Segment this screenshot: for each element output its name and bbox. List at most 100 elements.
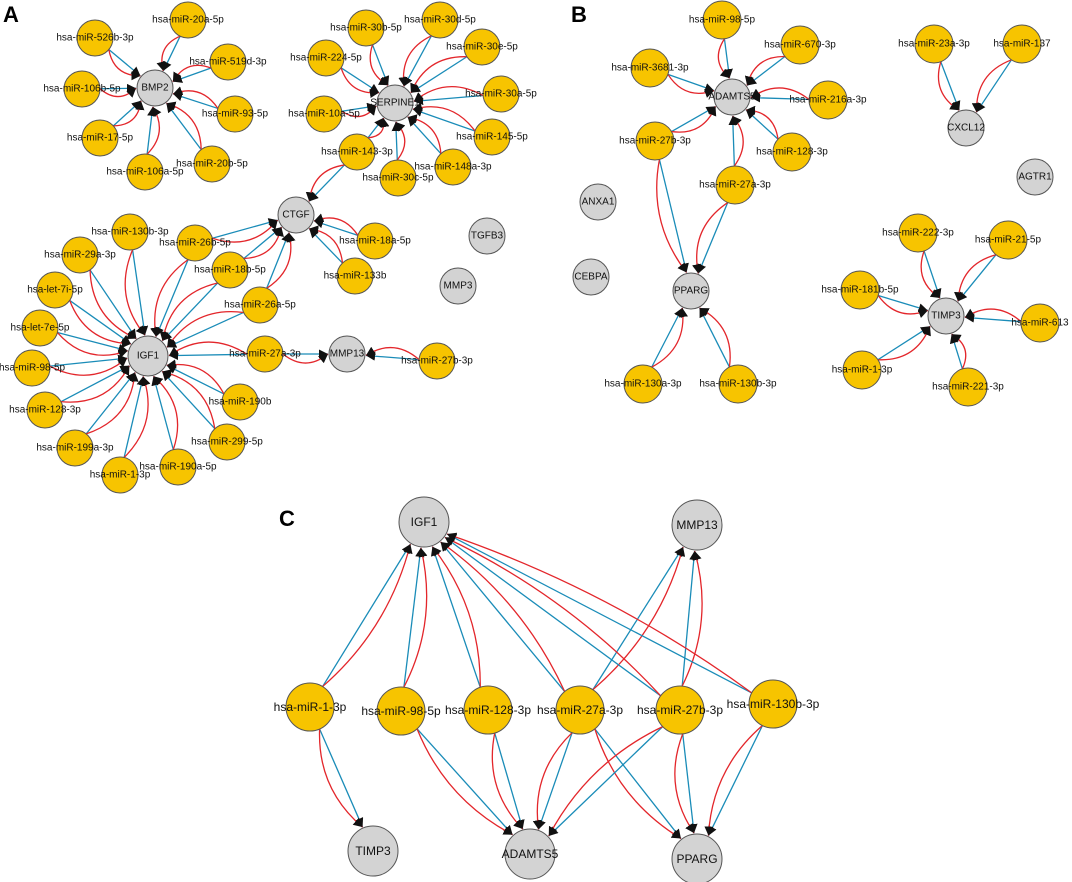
edge-hsa-mir-3681-3p-adamts5-b-blue (667, 73, 715, 92)
a-hsa-mir-145-5p-label: hsa-miR-145-5p (456, 132, 528, 143)
b-hsa-mir-221-3p-label: hsa-miR-221-3p (932, 382, 1004, 393)
c-mmp13-node: MMP13 (671, 499, 723, 551)
edge-hsa-mir-30a-5p-serpine1-a-blue (413, 94, 484, 106)
a-hsa-mir-30e-5p-node: hsa-miR-30e-5p (446, 28, 518, 66)
b-hsa-mir-21-5p-node: hsa-miR-21-5p (975, 220, 1042, 260)
a-hsa-mir-30b-5p-node: hsa-miR-30b-5p (330, 9, 402, 47)
edge-hsa-mir-128-3p-igf1-a-blue (60, 365, 130, 403)
a-hsa-mir-26a-5p-node: hsa-miR-26a-5p (224, 286, 296, 324)
c-igf1-label: IGF1 (411, 515, 438, 529)
edge-hsa-mir-98-5p-igf1-a-blue (49, 354, 128, 367)
a-hsa-mir-1-3p-node: hsa-miR-1-3p (90, 456, 151, 494)
a-hsa-mir-20b-5p-circle (193, 145, 231, 183)
c-hsa-mir-130b-3p-node: hsa-miR-130b-3p (727, 679, 820, 729)
edge-hsa-mir-216a-3p-adamts5-b-blue (750, 93, 810, 103)
edge-hsa-mir-130a-3p-pparg-b-red (651, 307, 688, 368)
b-cebpa-label: CEBPA (574, 272, 607, 283)
edge-hsa-mir-27a-3p-pparg-c-blue (594, 728, 682, 839)
b-hsa-mir-221-3p-circle (948, 367, 988, 407)
b-agtr1-node: AGTR1 (1016, 158, 1054, 196)
b-adamts5-label: ADAMTS5 (708, 92, 756, 103)
edge-hsa-mir-106b-5p-bmp2-a-red (99, 87, 137, 98)
a-hsa-mir-106a-5p-circle (126, 153, 164, 191)
a-bmp2-circle (136, 69, 174, 107)
b-cebpa-node: CEBPA (572, 258, 610, 296)
a-hsa-mir-30d-5p-circle (421, 1, 459, 39)
edge-hsa-mir-93-5p-bmp2-a-red (172, 86, 219, 109)
c-hsa-mir-128-3p-circle (463, 685, 513, 735)
c-hsa-mir-128-3p-label: hsa-miR-128-3p (445, 703, 531, 717)
b-hsa-mir-130b-3p-label: hsa-miR-130b-3p (699, 379, 777, 390)
a-hsa-mir-143-3p-circle (338, 133, 376, 171)
edge-hsa-mir-26a-5p-igf1-a-blue (166, 311, 244, 348)
b-hsa-mir-1-3p-node: hsa-miR-1-3p (832, 350, 893, 390)
a-hsa-mir-26a-5p-circle (241, 286, 279, 324)
b-pparg-label: PPARG (674, 286, 708, 297)
a-hsa-mir-299-5p-circle (208, 423, 246, 461)
b-hsa-mir-23a-3p-label: hsa-miR-23a-3p (898, 39, 970, 50)
edge-hsa-mir-93-5p-bmp2-a-blue (172, 92, 219, 110)
b-hsa-mir-3681-3p-circle (630, 48, 670, 88)
edge-hsa-mir-130b-3p-pparg-b-blue (698, 307, 731, 368)
a-mmp13-label: MMP13 (330, 349, 365, 360)
a-hsa-mir-18a-5p-circle (356, 222, 394, 260)
a-hsa-let-7e-5p-node: hsa-let-7e-5p (11, 309, 70, 347)
a-hsa-mir-130b-3p-node: hsa-miR-130b-3p (91, 213, 169, 251)
c-hsa-mir-98-5p-label: hsa-miR-98-5p (361, 704, 441, 718)
a-hsa-mir-130b-3p-label: hsa-miR-130b-3p (91, 227, 169, 238)
b-hsa-mir-98-5p-circle (702, 0, 742, 40)
b-hsa-mir-98-5p-node: hsa-miR-98-5p (689, 0, 756, 40)
a-hsa-mir-27b-3p-circle (418, 342, 456, 380)
edge-hsa-mir-30d-5p-serpine1-a-red (398, 35, 432, 87)
b-hsa-mir-130b-3p-node: hsa-miR-130b-3p (699, 364, 777, 404)
b-hsa-mir-670-3p-label: hsa-miR-670-3p (764, 40, 836, 51)
edge-hsa-mir-26b-5p-igf1-a-red (150, 259, 189, 337)
edge-hsa-mir-222-3p-timp3-b-red (920, 250, 941, 299)
a-hsa-mir-26b-5p-label: hsa-miR-26b-5p (159, 238, 231, 249)
a-hsa-mir-29a-3p-circle (61, 236, 99, 274)
edge-hsa-mir-30c-5p-serpine1-a-red (395, 121, 406, 161)
b-hsa-mir-216a-3p-node: hsa-miR-216a-3p (789, 80, 867, 120)
edge-hsa-mir-143-3p-serpine1-a-red (367, 117, 390, 139)
edge-hsa-mir-190b-igf1-a-blue (166, 364, 225, 395)
edge-hsa-mir-27a-3p-igf1-c-red (440, 541, 566, 692)
c-hsa-mir-130b-3p-circle (748, 679, 798, 729)
c-hsa-mir-27a-3p-label: hsa-miR-27a-3p (537, 703, 623, 717)
c-mmp13-label: MMP13 (676, 518, 718, 532)
a-hsa-mir-130b-3p-circle (111, 213, 149, 251)
a-hsa-mir-190b-label: hsa-miR-190b (209, 397, 272, 408)
edge-hsa-mir-27b-3p-pparg-c-blue (682, 733, 698, 834)
c-mmp13-circle (671, 499, 723, 551)
edge-hsa-mir-21-5p-timp3-b-red (954, 254, 997, 302)
edge-hsa-mir-1-3p-timp3-c-blue (319, 728, 364, 828)
b-hsa-mir-613-circle (1020, 303, 1060, 343)
a-hsa-mir-30b-5p-circle (347, 9, 385, 47)
edge-hsa-mir-1-3p-timp3-b-red (877, 326, 931, 361)
b-timp3-node: TIMP3 (927, 297, 965, 335)
a-hsa-let-7i-5p-node: hsa-let-7i-5p (27, 271, 83, 309)
b-adamts5-node: ADAMTS5 (708, 78, 756, 116)
edge-hsa-mir-130b-3p-pparg-b-red (699, 307, 731, 368)
edge-hsa-mir-27b-3p-mmp13-c-blue (681, 550, 699, 687)
b-hsa-mir-613-label: hsa-miR-613 (1011, 318, 1069, 329)
a-hsa-mir-128-3p-node: hsa-miR-128-3p (9, 391, 81, 429)
a-hsa-mir-26b-5p-circle (176, 224, 214, 262)
a-hsa-mir-30a-5p-node: hsa-miR-30a-5p (465, 75, 537, 113)
a-hsa-mir-30a-5p-label: hsa-miR-30a-5p (465, 89, 537, 100)
b-hsa-mir-222-3p-node: hsa-miR-222-3p (882, 213, 954, 253)
b-hsa-mir-98-5p-label: hsa-miR-98-5p (689, 15, 756, 26)
edge-hsa-mir-27a-3p-pparg-b-blue (697, 202, 729, 274)
a-hsa-mir-519d-3p-label: hsa-miR-519d-3p (189, 57, 267, 68)
b-pparg-node: PPARG (672, 272, 710, 310)
edge-hsa-mir-27a-3p-igf1-a-red (168, 341, 248, 357)
edge-hsa-mir-3681-3p-adamts5-b-red (667, 73, 715, 98)
a-hsa-mir-30c-5p-circle (379, 159, 417, 197)
c-hsa-mir-27b-3p-label: hsa-miR-27b-3p (637, 703, 723, 717)
edge-hsa-mir-1-3p-igf1-c-blue (322, 543, 411, 687)
a-igf1-circle (127, 335, 169, 377)
a-hsa-mir-27b-3p-node: hsa-miR-27b-3p (401, 342, 473, 380)
a-serpine1-node: SERPINE1 (370, 84, 420, 122)
b-hsa-mir-216a-3p-label: hsa-miR-216a-3p (789, 95, 867, 106)
